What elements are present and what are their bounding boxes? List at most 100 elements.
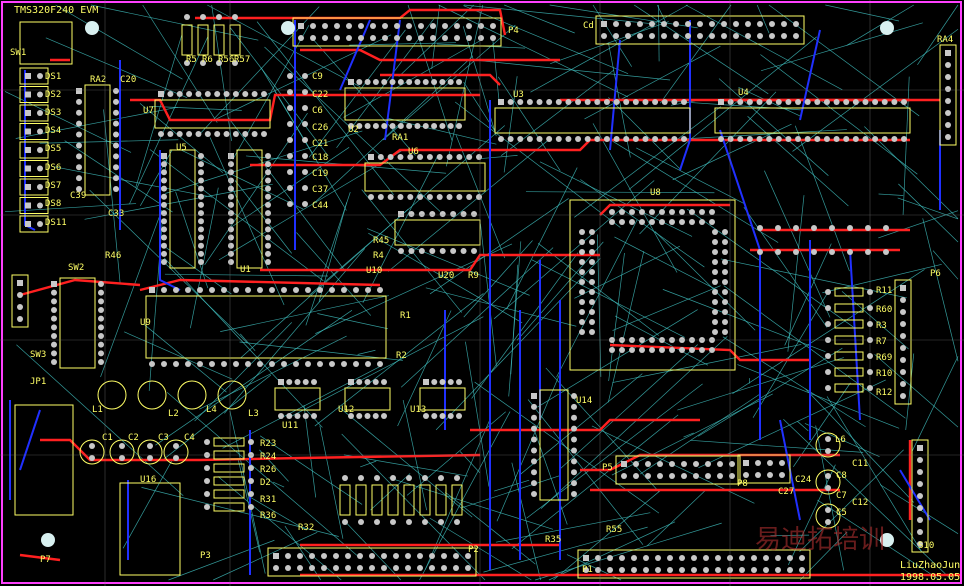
pad [917,457,923,463]
pad [779,460,785,466]
ratsnest-line [478,154,518,160]
pad [439,379,446,385]
designator-p3: P3 [200,551,211,561]
pad [200,14,206,20]
pad [743,460,749,466]
pad [465,553,471,559]
pad [565,136,572,142]
ratsnest-line [4,91,132,153]
board-date: 1998.05.05 [900,572,960,583]
pad [309,565,315,571]
pad [397,123,404,129]
designator-r31: R31 [260,495,276,505]
pad [799,567,805,573]
pads-layer [17,14,951,573]
ratsnest-line [360,460,377,468]
designator-u9: U9 [140,318,151,328]
pad [531,458,537,465]
pad [265,259,271,265]
led-ds [19,86,49,103]
ratsnest-line [846,4,914,46]
top-layer-trace [380,73,501,86]
ratsnest-line [533,429,568,525]
designator-jp1: JP1 [30,377,46,387]
pad [204,504,210,510]
pad [322,23,328,29]
pad [17,292,23,298]
pad [364,379,371,385]
pad [579,239,585,245]
ratsnest-line [480,60,671,81]
pad [697,21,703,27]
pad [900,321,906,327]
pad [659,347,665,353]
designator-c1: C1 [102,433,113,443]
ratsnest-line [318,202,348,302]
pad [571,458,577,465]
pad [429,553,435,559]
designator-u4: U4 [738,88,749,98]
pad [757,249,763,255]
pad [257,361,263,367]
pad [639,219,645,225]
ratsnest-line [317,313,388,330]
pad [223,131,230,137]
ic-outline-u8 [569,199,736,371]
pad [775,136,782,142]
pad [333,565,339,571]
pad [733,33,739,39]
designator-cd: Cd [583,21,594,31]
pad [161,161,167,168]
ratsnest-line [483,526,648,573]
pad [829,249,835,255]
pad [265,234,271,241]
designator-ds7: DS7 [45,181,61,191]
pad [302,153,308,159]
pad [478,23,484,29]
top-layer-trace [250,138,910,167]
ratsnest-line [141,487,339,537]
designator-r46: R46 [105,251,121,261]
pad [531,480,537,487]
pad [945,110,951,116]
pad [712,309,718,315]
pad [398,211,404,217]
pad [795,136,802,142]
ratsnest-line [654,231,756,331]
pad [825,436,831,442]
designator-r32: R32 [298,523,314,533]
pad [619,347,625,353]
ratsnest-line [15,106,178,139]
pad [766,136,773,142]
electrolytic-cap-outline [815,432,841,458]
ratsnest-line [737,364,900,429]
pad [51,315,57,322]
ic-outline [539,389,569,501]
pad [198,169,204,176]
pad [689,219,695,225]
pad [37,202,43,209]
pad [417,553,423,559]
pad [595,555,601,561]
bottom-layer-trace [799,29,821,121]
pad [228,153,234,159]
pad [531,447,537,454]
pad [571,403,577,410]
ratsnest-line [224,248,366,414]
pad [406,475,412,481]
pad [51,307,57,313]
pad [293,287,299,293]
pad [781,21,787,27]
pad [285,565,291,571]
ratsnest-line [922,218,959,362]
pad [621,461,627,467]
designator-sw2: SW2 [68,263,84,273]
pad [184,60,190,66]
ratsnest-line [799,531,848,581]
pad [579,269,585,275]
pad [679,567,685,573]
pad [356,79,363,85]
pad [204,91,211,97]
